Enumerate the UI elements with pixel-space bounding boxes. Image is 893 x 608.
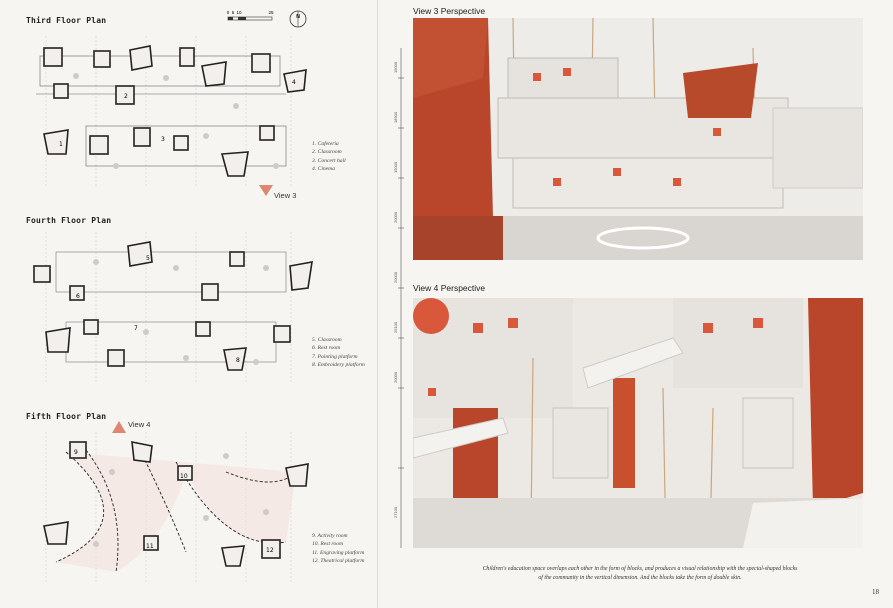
fourth-floor-legend: 5. Classroom 6. Rest room 7. Painting pl… <box>312 336 365 370</box>
room-number: 1 <box>59 141 63 148</box>
legend-item: 7. Painting platform <box>312 353 358 360</box>
view3-marker: View 3 <box>274 191 297 200</box>
fifth-floor-legend: 9. Activity room 10. Rest room 11. Engra… <box>312 532 364 566</box>
legend-item: 3. Concert hall <box>312 157 346 164</box>
room-number: 11 <box>146 543 154 550</box>
legend-item: 9. Activity room <box>312 533 348 539</box>
fifth-floor-title: Fifth Floor Plan <box>26 412 107 421</box>
room-number: 5 <box>146 255 150 262</box>
view3-perspective-render <box>413 18 863 260</box>
legend-item: 4. Cinema <box>312 166 335 173</box>
dimension-label: 15000 <box>393 61 398 73</box>
view3-arrow-icon <box>259 185 273 196</box>
view4-title: View 4 Perspective <box>413 283 486 293</box>
legend-item: 6. Rest room <box>312 345 341 352</box>
scale-label: 25 <box>268 10 274 15</box>
scale-bar: 0 5 10 25 <box>227 10 274 21</box>
fourth-floor-title: Fourth Floor Plan <box>26 216 112 225</box>
room-number: 8 <box>236 357 240 364</box>
fourth-floor-plan: 5 6 7 8 <box>33 232 313 382</box>
dimension-label: 20000 <box>393 211 398 223</box>
third-floor-plan: 1 2 3 4 <box>36 36 307 186</box>
scale-label: 0 <box>227 10 230 15</box>
room-number: 3 <box>161 136 165 143</box>
fifth-floor-plan: 9 10 11 12 <box>43 432 309 582</box>
view4-marker: View 4 <box>128 420 151 429</box>
dimension-axis: 15000 18900 15000 20000 20000 25100 2000… <box>393 48 404 548</box>
view4-perspective-render <box>413 298 863 548</box>
dimension-label: 20000 <box>393 271 398 283</box>
legend-item: 8. Embroidery platform <box>312 362 365 369</box>
dimension-label: 25100 <box>393 321 398 333</box>
legend-item: 1. Cafeteria <box>312 141 339 147</box>
third-floor-title: Third Floor Plan <box>26 16 107 25</box>
room-number: 2 <box>124 93 128 100</box>
figure-caption: Children's education space overlaps each… <box>430 565 850 583</box>
caption-line: Children's education space overlaps each… <box>482 566 798 572</box>
legend-item: 10. Rest room <box>312 541 344 548</box>
scale-label: 10 <box>236 10 242 15</box>
room-number: 7 <box>134 325 138 332</box>
room-number: 10 <box>180 473 188 480</box>
dimension-label: 15000 <box>393 161 398 173</box>
north-arrow-icon: N <box>289 10 307 28</box>
room-number: 9 <box>74 449 78 456</box>
view3-title: View 3 Perspective <box>413 6 486 16</box>
dimension-label: 20000 <box>393 371 398 383</box>
view4-arrow-icon <box>112 421 126 433</box>
legend-item: 5. Classroom <box>312 337 342 343</box>
room-number: 12 <box>266 547 274 554</box>
legend-item: 12. Theatrical platform <box>312 558 365 565</box>
room-number: 6 <box>76 293 80 300</box>
dimension-label: 27100 <box>393 506 398 518</box>
legend-item: 11. Engraving platform <box>312 549 365 556</box>
room-number: 4 <box>292 79 296 86</box>
third-floor-legend: 1. Cafeteria 2. Classroom 3. Concert hal… <box>312 140 346 174</box>
legend-item: 2. Classroom <box>312 149 342 156</box>
caption-line: of the community in the vertical dimensi… <box>538 575 742 581</box>
dimension-label: 18900 <box>393 111 398 123</box>
scale-label: 5 <box>232 10 235 15</box>
page-number: 18 <box>872 588 879 596</box>
page-spine <box>377 0 378 608</box>
north-label: N <box>296 14 300 20</box>
